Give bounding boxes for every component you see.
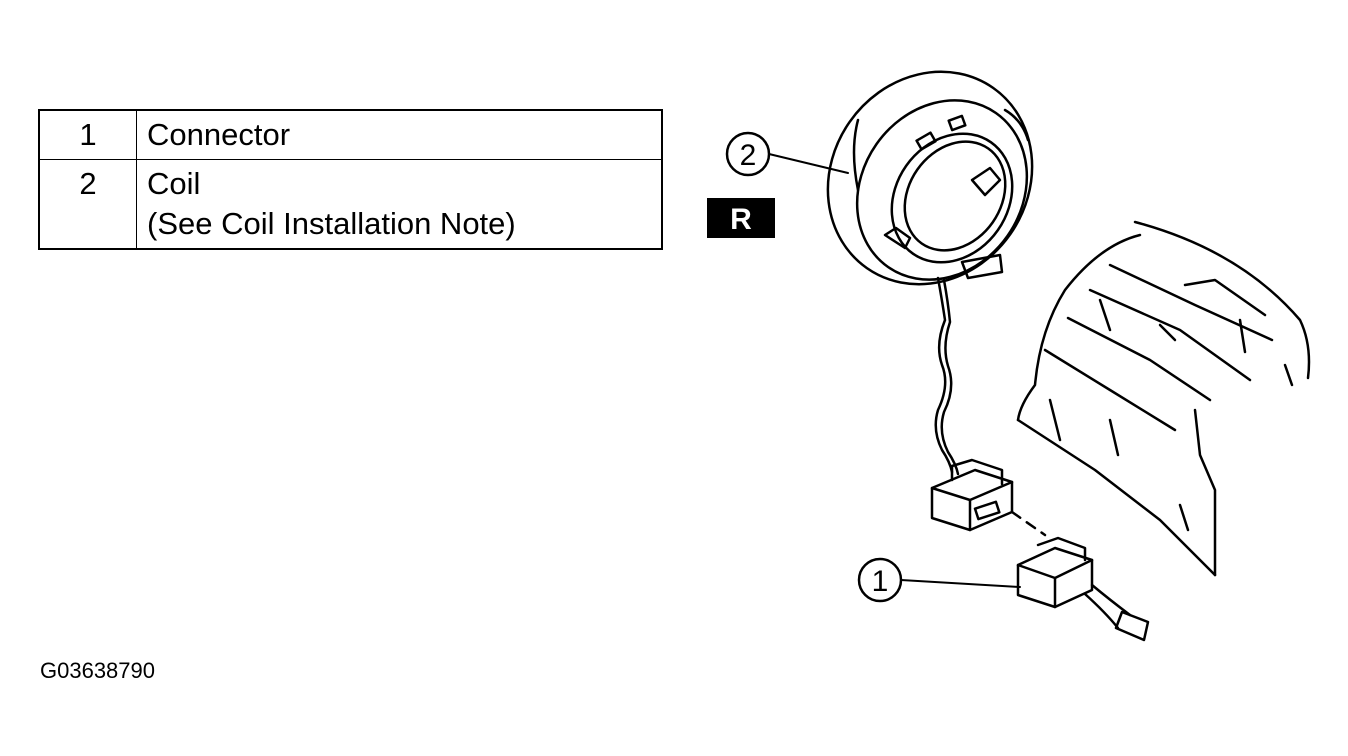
harness-connector-illustration: [1016, 536, 1150, 642]
parts-legend-table: 1 Connector 2 Coil (See Coil Installatio…: [38, 109, 663, 250]
callout-coil: 2: [725, 131, 849, 177]
callout-connector: 1: [857, 557, 1021, 603]
coil-connector-illustration: [930, 458, 1014, 532]
legend-number: 2: [38, 159, 137, 250]
badge-label: R: [730, 203, 752, 236]
legend-description-line: Coil: [147, 166, 201, 201]
coil-illustration: [826, 70, 1034, 476]
figure-code: G03638790: [40, 658, 155, 683]
callout-number: 2: [740, 139, 757, 172]
connection-line: [1010, 510, 1047, 537]
column-cover-illustration: [1016, 220, 1311, 577]
legend-description-line: (See Coil Installation Note): [147, 206, 516, 241]
legend-description: Connector: [136, 109, 663, 160]
legend-description: Coil (See Coil Installation Note): [136, 159, 663, 250]
legend-row-connector: 1 Connector: [38, 109, 663, 160]
legend-description-line: Connector: [147, 117, 291, 152]
callout-number: 1: [872, 565, 889, 598]
removal-badge: R: [707, 198, 775, 238]
legend-row-coil: 2 Coil (See Coil Installation Note): [38, 159, 663, 250]
